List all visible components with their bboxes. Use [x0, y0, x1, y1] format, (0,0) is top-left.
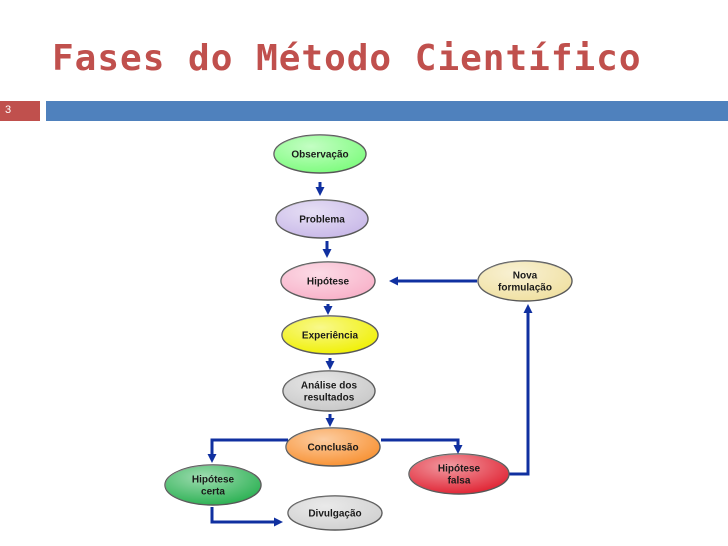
arrow-hipotese-certa-divulgacao — [210, 507, 283, 527]
arrow-line — [210, 507, 274, 524]
slide-number-box: 3 — [0, 101, 40, 121]
slide-number: 3 — [5, 104, 12, 116]
arrow-line — [505, 313, 530, 476]
node-label: resultados — [304, 393, 355, 404]
arrow-head — [274, 517, 283, 527]
node-label: Nova — [513, 271, 538, 282]
node-experiencia: Experiência — [281, 315, 379, 355]
arrow-hipotese-experiencia — [323, 304, 333, 315]
node-label: Análise dos — [301, 381, 358, 392]
arrow-head — [389, 276, 398, 286]
node-label: formulação — [498, 283, 552, 294]
node-label: Observação — [291, 150, 348, 161]
arrow-hipotese-falsa-nova-formulacao — [505, 304, 533, 476]
node-highlight — [165, 465, 261, 505]
arrow-analise-conclusao — [325, 414, 335, 427]
title-accent-bar — [46, 101, 728, 121]
flow-arrows — [207, 182, 533, 527]
slide-title: Fases do Método Científico — [52, 38, 642, 79]
arrow-experiencia-analise — [325, 358, 335, 370]
arrow-conclusao-hipotese-certa — [207, 438, 288, 463]
arrow-head — [523, 304, 533, 313]
node-label: Problema — [299, 215, 345, 226]
node-highlight — [288, 496, 382, 530]
node-highlight — [478, 261, 572, 301]
node-highlight — [286, 428, 380, 466]
node-highlight — [276, 200, 368, 238]
arrow-head — [207, 454, 217, 463]
node-label: Experiência — [302, 331, 359, 342]
node-highlight — [282, 316, 378, 354]
node-label: falsa — [448, 476, 471, 487]
arrow-problema-hipotese — [322, 241, 332, 258]
node-problema: Problema — [275, 199, 369, 239]
arrow-head — [315, 187, 325, 196]
node-hipotese: Hipótese — [280, 261, 376, 301]
node-divulgacao: Divulgação — [287, 495, 383, 531]
arrow-head — [325, 361, 335, 370]
node-highlight — [274, 135, 366, 173]
node-observacao: Observação — [273, 134, 367, 174]
flow-nodes: ObservaçãoProblemaHipóteseExperiênciaAná… — [164, 134, 573, 531]
node-label: Hipótese — [192, 475, 235, 486]
arrow-head — [453, 445, 463, 454]
node-highlight — [281, 262, 375, 300]
node-conclusao: Conclusão — [285, 427, 381, 467]
node-highlight — [409, 454, 509, 494]
arrow-nova-formulacao-hipotese — [389, 276, 477, 286]
node-label: Divulgação — [308, 509, 361, 520]
node-label: certa — [201, 487, 225, 498]
node-label: Conclusão — [307, 443, 358, 454]
arrow-head — [322, 249, 332, 258]
node-label: Hipótese — [307, 277, 350, 288]
node-highlight — [283, 371, 375, 411]
arrow-line — [381, 438, 460, 445]
arrow-line — [210, 438, 288, 454]
arrow-head — [323, 306, 333, 315]
arrow-observacao-problema — [315, 182, 325, 196]
node-label: Hipótese — [438, 464, 481, 475]
arrow-head — [325, 418, 335, 427]
arrow-conclusao-hipotese-falsa — [381, 438, 463, 454]
